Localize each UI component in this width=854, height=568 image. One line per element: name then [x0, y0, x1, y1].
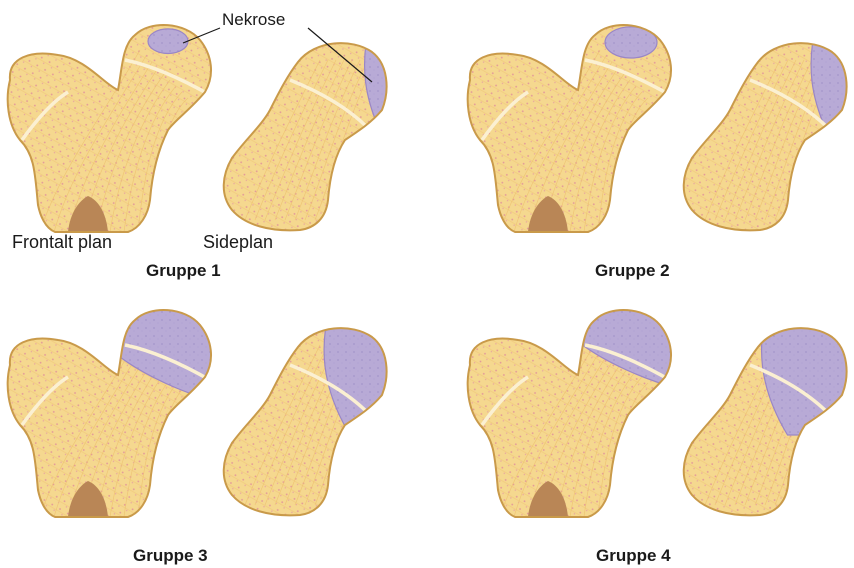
group-2-frontal-femur [468, 25, 671, 232]
group-1-frontal-femur [8, 25, 211, 232]
group-4-frontal-femur [468, 285, 700, 517]
necrosis-label: Nekrose [222, 10, 285, 30]
group-4-title: Gruppe 4 [596, 546, 671, 566]
lateral-view-label: Sideplan [203, 232, 273, 253]
group-2-title: Gruppe 2 [595, 261, 670, 281]
group-4-lateral-femur [684, 305, 854, 515]
group-3-frontal-femur [8, 285, 240, 517]
group-1-panel [8, 20, 400, 232]
group-1-title: Gruppe 1 [146, 261, 221, 281]
group-1-lateral-femur [224, 20, 400, 230]
group-4-panel [468, 285, 854, 517]
group-1-frontal-necrosis [148, 29, 188, 54]
group-1-lateral-necrosis [365, 20, 400, 150]
group-3-title: Gruppe 3 [133, 546, 208, 566]
group-3-panel [8, 285, 400, 517]
frontal-view-label: Frontalt plan [12, 232, 112, 253]
group-3-lateral-femur [224, 305, 400, 515]
group-2-panel [468, 20, 854, 232]
group-2-lateral-femur [684, 20, 854, 230]
